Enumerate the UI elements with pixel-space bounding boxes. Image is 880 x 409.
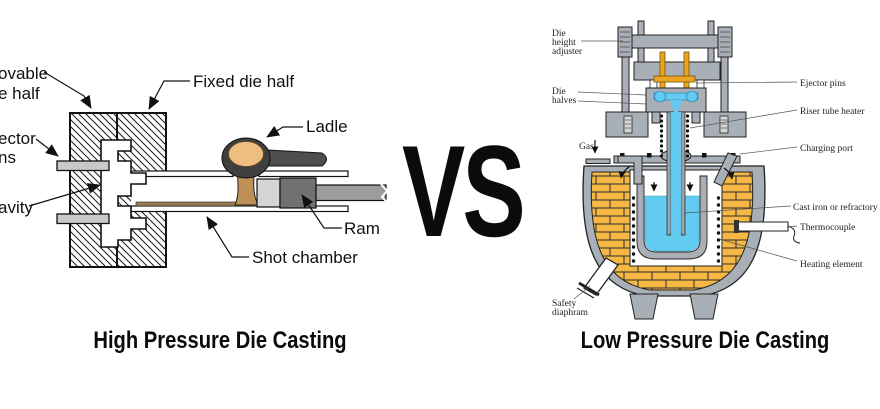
furnace-leg: [629, 293, 659, 320]
rod-break-mark: [380, 183, 389, 203]
ladle-handle: [266, 149, 327, 167]
die-height-adjuster-label-line1: Die: [552, 29, 566, 39]
die-halves-label-line1: Die: [552, 87, 566, 97]
lpdc-caption: Low Pressure Die Casting: [580, 327, 830, 354]
plunger-tip: [256, 178, 281, 208]
gas-label: Gas: [579, 142, 594, 152]
cavity-label: avity: [0, 198, 33, 217]
support-column: [621, 47, 630, 117]
safety-diaphram-label-line2: diaphram: [552, 308, 588, 318]
thermocouple-probe: [734, 220, 801, 244]
hpdc-diagram: ovable e half Fixed die half ector ns av…: [0, 64, 389, 268]
plunger-rod: [315, 184, 387, 202]
ram-block: [279, 177, 317, 209]
furnace-leg: [689, 293, 719, 320]
cast-iron-or-refractory-label: Cast iron or refractory: [793, 202, 878, 213]
threaded-sleeve: [617, 26, 633, 58]
die-cavity: [100, 139, 147, 248]
hpdc-caption: High Pressure Die Casting: [93, 327, 347, 354]
adjuster-crossbar: [628, 34, 722, 49]
crucible: [636, 175, 708, 260]
ejector-pin-top: [56, 160, 110, 172]
fixed-die-half-label: Fixed die half: [193, 72, 294, 91]
gas-flow-arrow: [723, 167, 735, 180]
riser-tube-heater-leader: [689, 109, 798, 129]
vs-text: VS: [402, 118, 526, 264]
die-support-bracket: [605, 111, 649, 138]
ladle-leader: [266, 125, 303, 138]
die-halves-leader: [577, 100, 647, 105]
support-column: [720, 47, 729, 117]
gas-inlet-plate: [585, 158, 611, 164]
movable-die-half-leader: [43, 71, 92, 109]
ejector-plate: [653, 75, 696, 83]
ladle-label: Ladle: [306, 117, 348, 136]
ladle: [221, 137, 327, 179]
movable-die-half-label-line1: ovable: [0, 64, 48, 83]
safety-diaphragm-pipe: [576, 257, 619, 299]
riser-tube: [666, 111, 686, 236]
ladle-molten-metal: [228, 141, 264, 167]
thermocouple-label: Thermocouple: [800, 223, 855, 233]
ram-label: Ram: [344, 219, 380, 238]
gas-down-tube: [617, 155, 643, 185]
heating-element-label: Heating element: [800, 260, 863, 270]
die-height-adjuster-label-line3: adjuster: [552, 47, 583, 57]
cavity-leader: [28, 183, 101, 207]
ejector-pin-bottom: [56, 213, 110, 225]
heating-element-leader: [718, 238, 798, 262]
shot-chamber-leader: [206, 216, 249, 258]
gas-flow-arrow: [618, 165, 631, 179]
movable-die-half-label-line2: e half: [0, 84, 40, 103]
ejector-pins-label: Ejector pins: [800, 79, 846, 89]
die-halves-leader: [577, 91, 647, 96]
thermocouple-leader: [786, 225, 798, 228]
die-halves-block: [645, 87, 707, 124]
riser-tube-heater-dots: [659, 114, 690, 158]
safety-diaphram-label-line1: Safety: [552, 298, 577, 309]
ejector-pins-leader: [695, 81, 798, 84]
safety-diaphram-leader: [573, 285, 591, 300]
ram-leader: [301, 194, 342, 229]
die-halves-label-line2: halves: [552, 96, 577, 106]
ejector-pins-label-line1: ector: [0, 129, 36, 148]
ejector-pins-label-line2: ns: [0, 148, 16, 167]
charging-port-label: Charging port: [800, 144, 853, 154]
fixed-die-half-leader: [148, 80, 190, 110]
shot-chamber-label: Shot chamber: [252, 248, 358, 267]
threaded-sleeve: [717, 26, 733, 58]
lpdc-diagram: Die height adjuster Die halves Gas Safet…: [552, 20, 878, 320]
cast-iron-leader: [683, 205, 792, 214]
ejector-pins-leader: [35, 138, 59, 157]
riser-tube-heater-label: Riser tube heater: [800, 107, 865, 117]
heating-element-dots: [631, 196, 721, 263]
charging-port-leader: [739, 146, 798, 155]
die-height-adjuster-assembly: [617, 20, 733, 117]
die-height-adjuster-label-line2: height: [552, 38, 576, 48]
